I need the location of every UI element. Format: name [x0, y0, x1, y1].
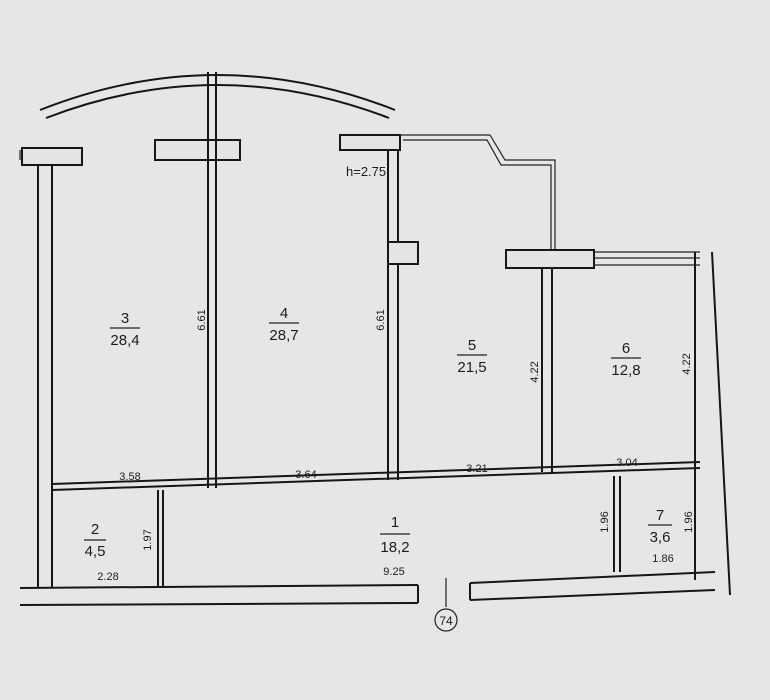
bottom-wall-outer — [19, 602, 419, 606]
svg-text:21,5: 21,5 — [457, 359, 486, 376]
curved-facade-outer — [39, 74, 396, 111]
wall-stub-room4 — [339, 134, 401, 151]
svg-text:3.21: 3.21 — [466, 463, 487, 475]
room-2: 2 4,5 — [84, 521, 106, 560]
svg-text:1.96: 1.96 — [599, 511, 611, 532]
svg-text:9.25: 9.25 — [383, 566, 404, 578]
svg-text:5: 5 — [468, 337, 476, 354]
right-wall-outer — [711, 251, 731, 596]
room-3: 3 28,4 — [110, 310, 140, 349]
apartment-number-circle — [434, 608, 458, 632]
svg-text:4.22: 4.22 — [681, 353, 693, 374]
wall-stub-room3 — [154, 139, 241, 161]
svg-text:2: 2 — [91, 521, 99, 538]
corridor-wall — [51, 467, 701, 491]
svg-text:2.28: 2.28 — [97, 571, 118, 583]
svg-text:4.22: 4.22 — [529, 361, 541, 382]
svg-text:1.96: 1.96 — [683, 511, 695, 532]
wall-stub-room6 — [505, 249, 595, 269]
svg-text:7: 7 — [656, 507, 664, 524]
svg-text:1.97: 1.97 — [142, 529, 154, 550]
walls — [19, 72, 731, 632]
svg-text:18,2: 18,2 — [380, 539, 409, 556]
svg-text:28,4: 28,4 — [110, 332, 139, 349]
svg-text:3,6: 3,6 — [650, 529, 671, 546]
room-5: 5 21,5 — [457, 337, 487, 376]
svg-text:4,5: 4,5 — [85, 543, 106, 560]
svg-text:6.61: 6.61 — [375, 309, 387, 330]
balcony-outline — [400, 134, 556, 252]
svg-text:12,8: 12,8 — [611, 362, 640, 379]
room-1: 1 18,2 — [380, 514, 410, 556]
svg-text:3.04: 3.04 — [616, 457, 637, 469]
svg-text:3.64: 3.64 — [295, 469, 316, 481]
svg-text:3.58: 3.58 — [119, 471, 140, 483]
wall-stub-left — [21, 147, 83, 166]
room-4: 4 28,7 — [269, 305, 299, 344]
room-7: 7 3,6 — [648, 507, 672, 546]
curved-facade-inner — [45, 84, 390, 119]
svg-text:1.86: 1.86 — [652, 553, 673, 565]
ceiling-height: h=2.75 — [346, 164, 386, 179]
svg-text:6: 6 — [622, 340, 630, 357]
dimensions: 3.58 6.61 3.64 6.61 3.21 4.22 3.04 4.22 … — [97, 309, 695, 583]
room-6: 6 12,8 — [611, 340, 641, 379]
bottom-wall-inner — [19, 584, 419, 589]
svg-text:4: 4 — [280, 305, 288, 322]
svg-text:3: 3 — [121, 310, 129, 327]
svg-text:1: 1 — [391, 514, 399, 531]
svg-text:28,7: 28,7 — [269, 327, 298, 344]
svg-text:6.61: 6.61 — [196, 309, 208, 330]
apartment-number: 74 — [439, 614, 453, 628]
